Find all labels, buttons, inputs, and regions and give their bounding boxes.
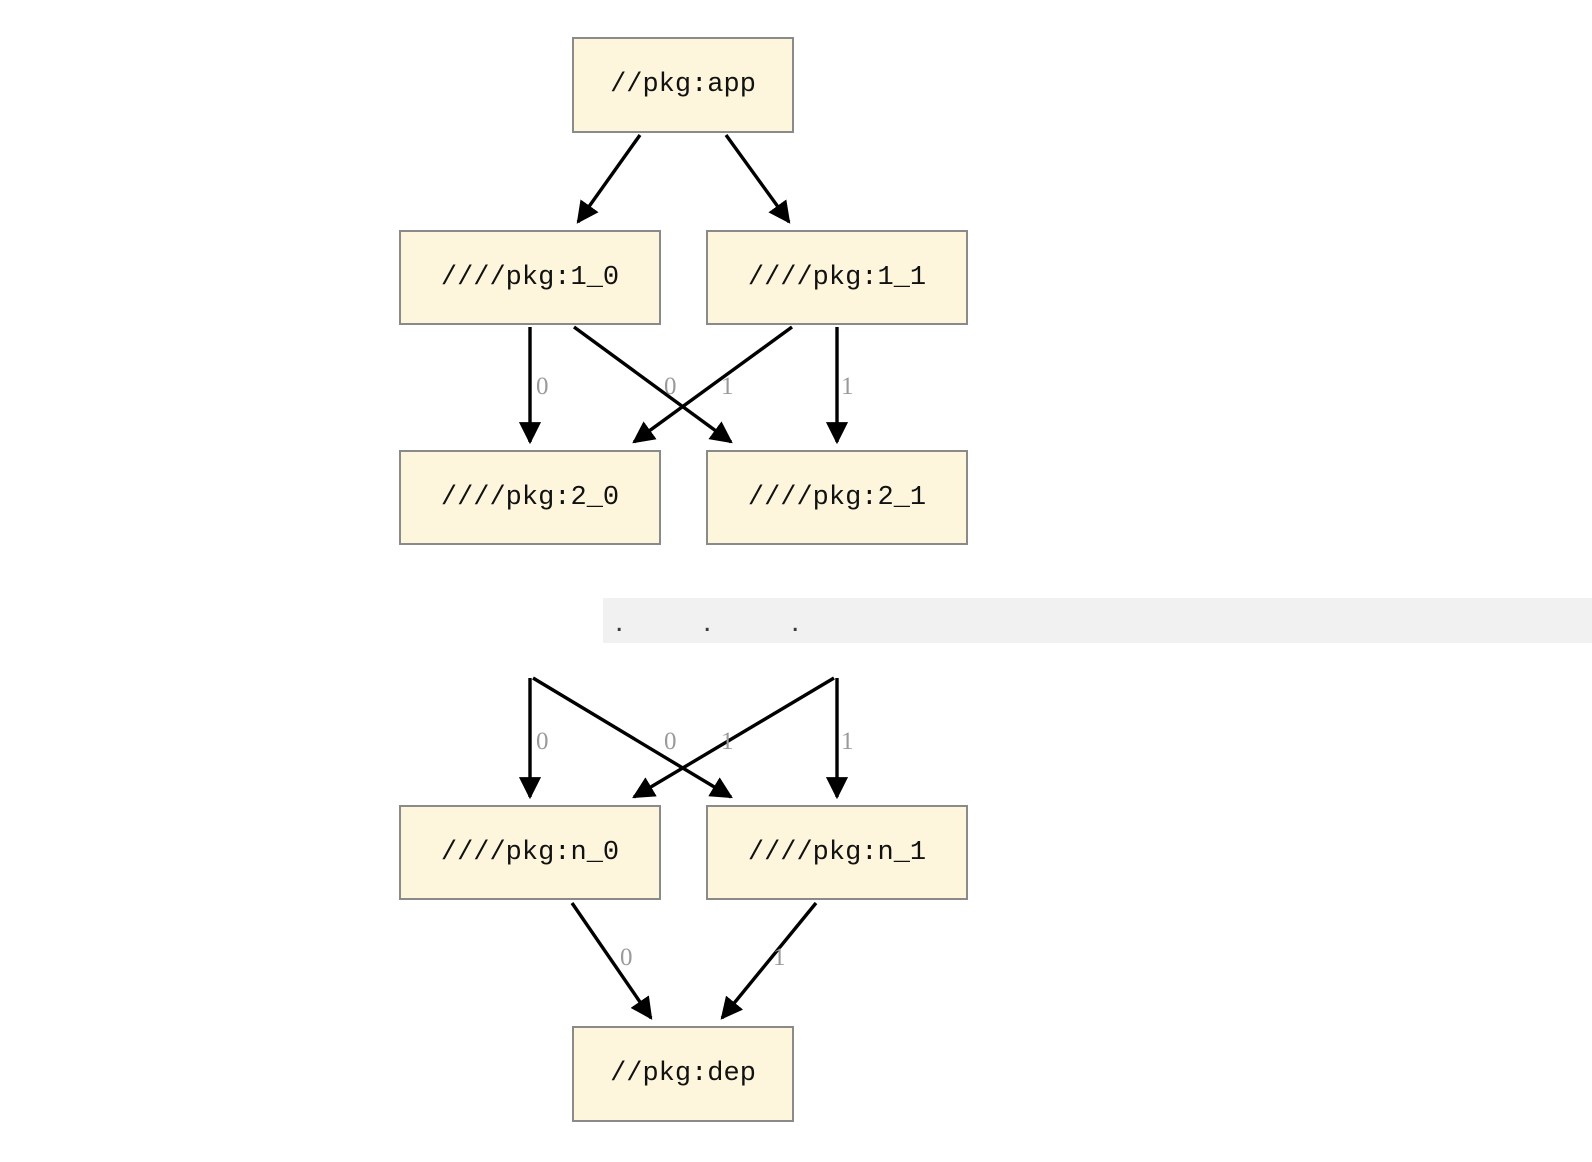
- node-2_1[interactable]: ////pkg:2_1: [706, 450, 968, 545]
- node-dep[interactable]: //pkg:dep: [572, 1026, 794, 1122]
- edge-label-1_1-2_0: 1: [721, 373, 734, 400]
- edge-app-to-1_0: [576, 134, 642, 224]
- node-n_0[interactable]: ////pkg:n_0: [399, 805, 661, 900]
- edge-label-1_0-2_0: 0: [536, 373, 549, 400]
- node-label-n_0: ////pkg:n_0: [440, 837, 620, 868]
- edge-1_0-to-2_1: [572, 325, 733, 444]
- node-label-2_1: ////pkg:2_1: [747, 482, 927, 513]
- node-label-1_1: ////pkg:1_1: [747, 262, 927, 293]
- edge-above-to-n_1: [532, 676, 733, 799]
- ellipsis-dots: . . .: [615, 605, 821, 638]
- node-1_0[interactable]: ////pkg:1_0: [399, 230, 661, 325]
- node-label-2_0: ////pkg:2_0: [440, 482, 620, 513]
- edge-n_0-to-dep: [570, 902, 653, 1020]
- edge-above-to-n_0-cross: [632, 676, 835, 799]
- edge-label-n_0-dep: 0: [620, 944, 633, 971]
- edge-label-above-n_0-cross: 1: [721, 728, 734, 755]
- edge-app-to-1_1: [724, 134, 791, 224]
- edge-label-n_1-dep: 1: [773, 944, 786, 971]
- edge-label-above-n_0: 0: [536, 728, 549, 755]
- edge-label-above-n_1: 0: [664, 728, 677, 755]
- node-label-1_0: ////pkg:1_0: [440, 262, 620, 293]
- node-1_1[interactable]: ////pkg:1_1: [706, 230, 968, 325]
- edge-1_1-to-2_0: [632, 325, 794, 444]
- node-n_1[interactable]: ////pkg:n_1: [706, 805, 968, 900]
- edge-label-1_1-2_1: 1: [841, 373, 854, 400]
- node-app[interactable]: //pkg:app: [572, 37, 794, 133]
- edge-n_1-to-dep: [720, 901, 818, 1020]
- node-label-n_1: ////pkg:n_1: [747, 837, 927, 868]
- edge-label-above-n_1-straight: 1: [841, 728, 854, 755]
- node-label-app: //pkg:app: [610, 70, 756, 100]
- node-2_0[interactable]: ////pkg:2_0: [399, 450, 661, 545]
- node-label-dep: //pkg:dep: [610, 1059, 756, 1089]
- ellipsis-separator: . . .: [603, 598, 1592, 643]
- edge-label-1_0-2_1: 0: [664, 373, 677, 400]
